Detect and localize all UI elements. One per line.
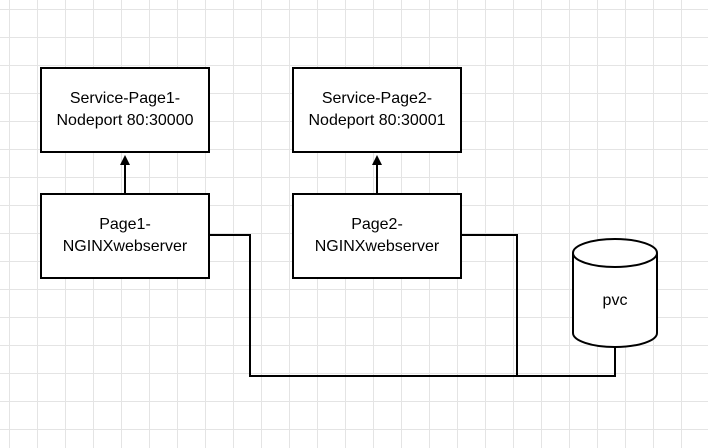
page2-nginx-node[interactable]: Page2- NGINXwebserver xyxy=(292,193,462,279)
edge-page2-to-pvc xyxy=(461,234,518,376)
edge-page1-to-pvc xyxy=(209,234,616,377)
service-page2-node[interactable]: Service-Page2- Nodeport 80:30001 xyxy=(292,67,462,153)
page2-nginx-label: Page2- NGINXwebserver xyxy=(314,216,440,255)
service-page2-label: Service-Page2- Nodeport 80:30001 xyxy=(308,90,446,129)
pvc-cylinder-body xyxy=(572,253,658,348)
page1-nginx-label: Page1- NGINXwebserver xyxy=(62,216,188,255)
service-page1-node[interactable]: Service-Page1- Nodeport 80:30000 xyxy=(40,67,210,153)
page1-nginx-node[interactable]: Page1- NGINXwebserver xyxy=(40,193,210,279)
service-page1-label: Service-Page1- Nodeport 80:30000 xyxy=(56,90,194,129)
pvc-cylinder[interactable] xyxy=(572,238,658,348)
pvc-cylinder-top xyxy=(572,238,658,268)
